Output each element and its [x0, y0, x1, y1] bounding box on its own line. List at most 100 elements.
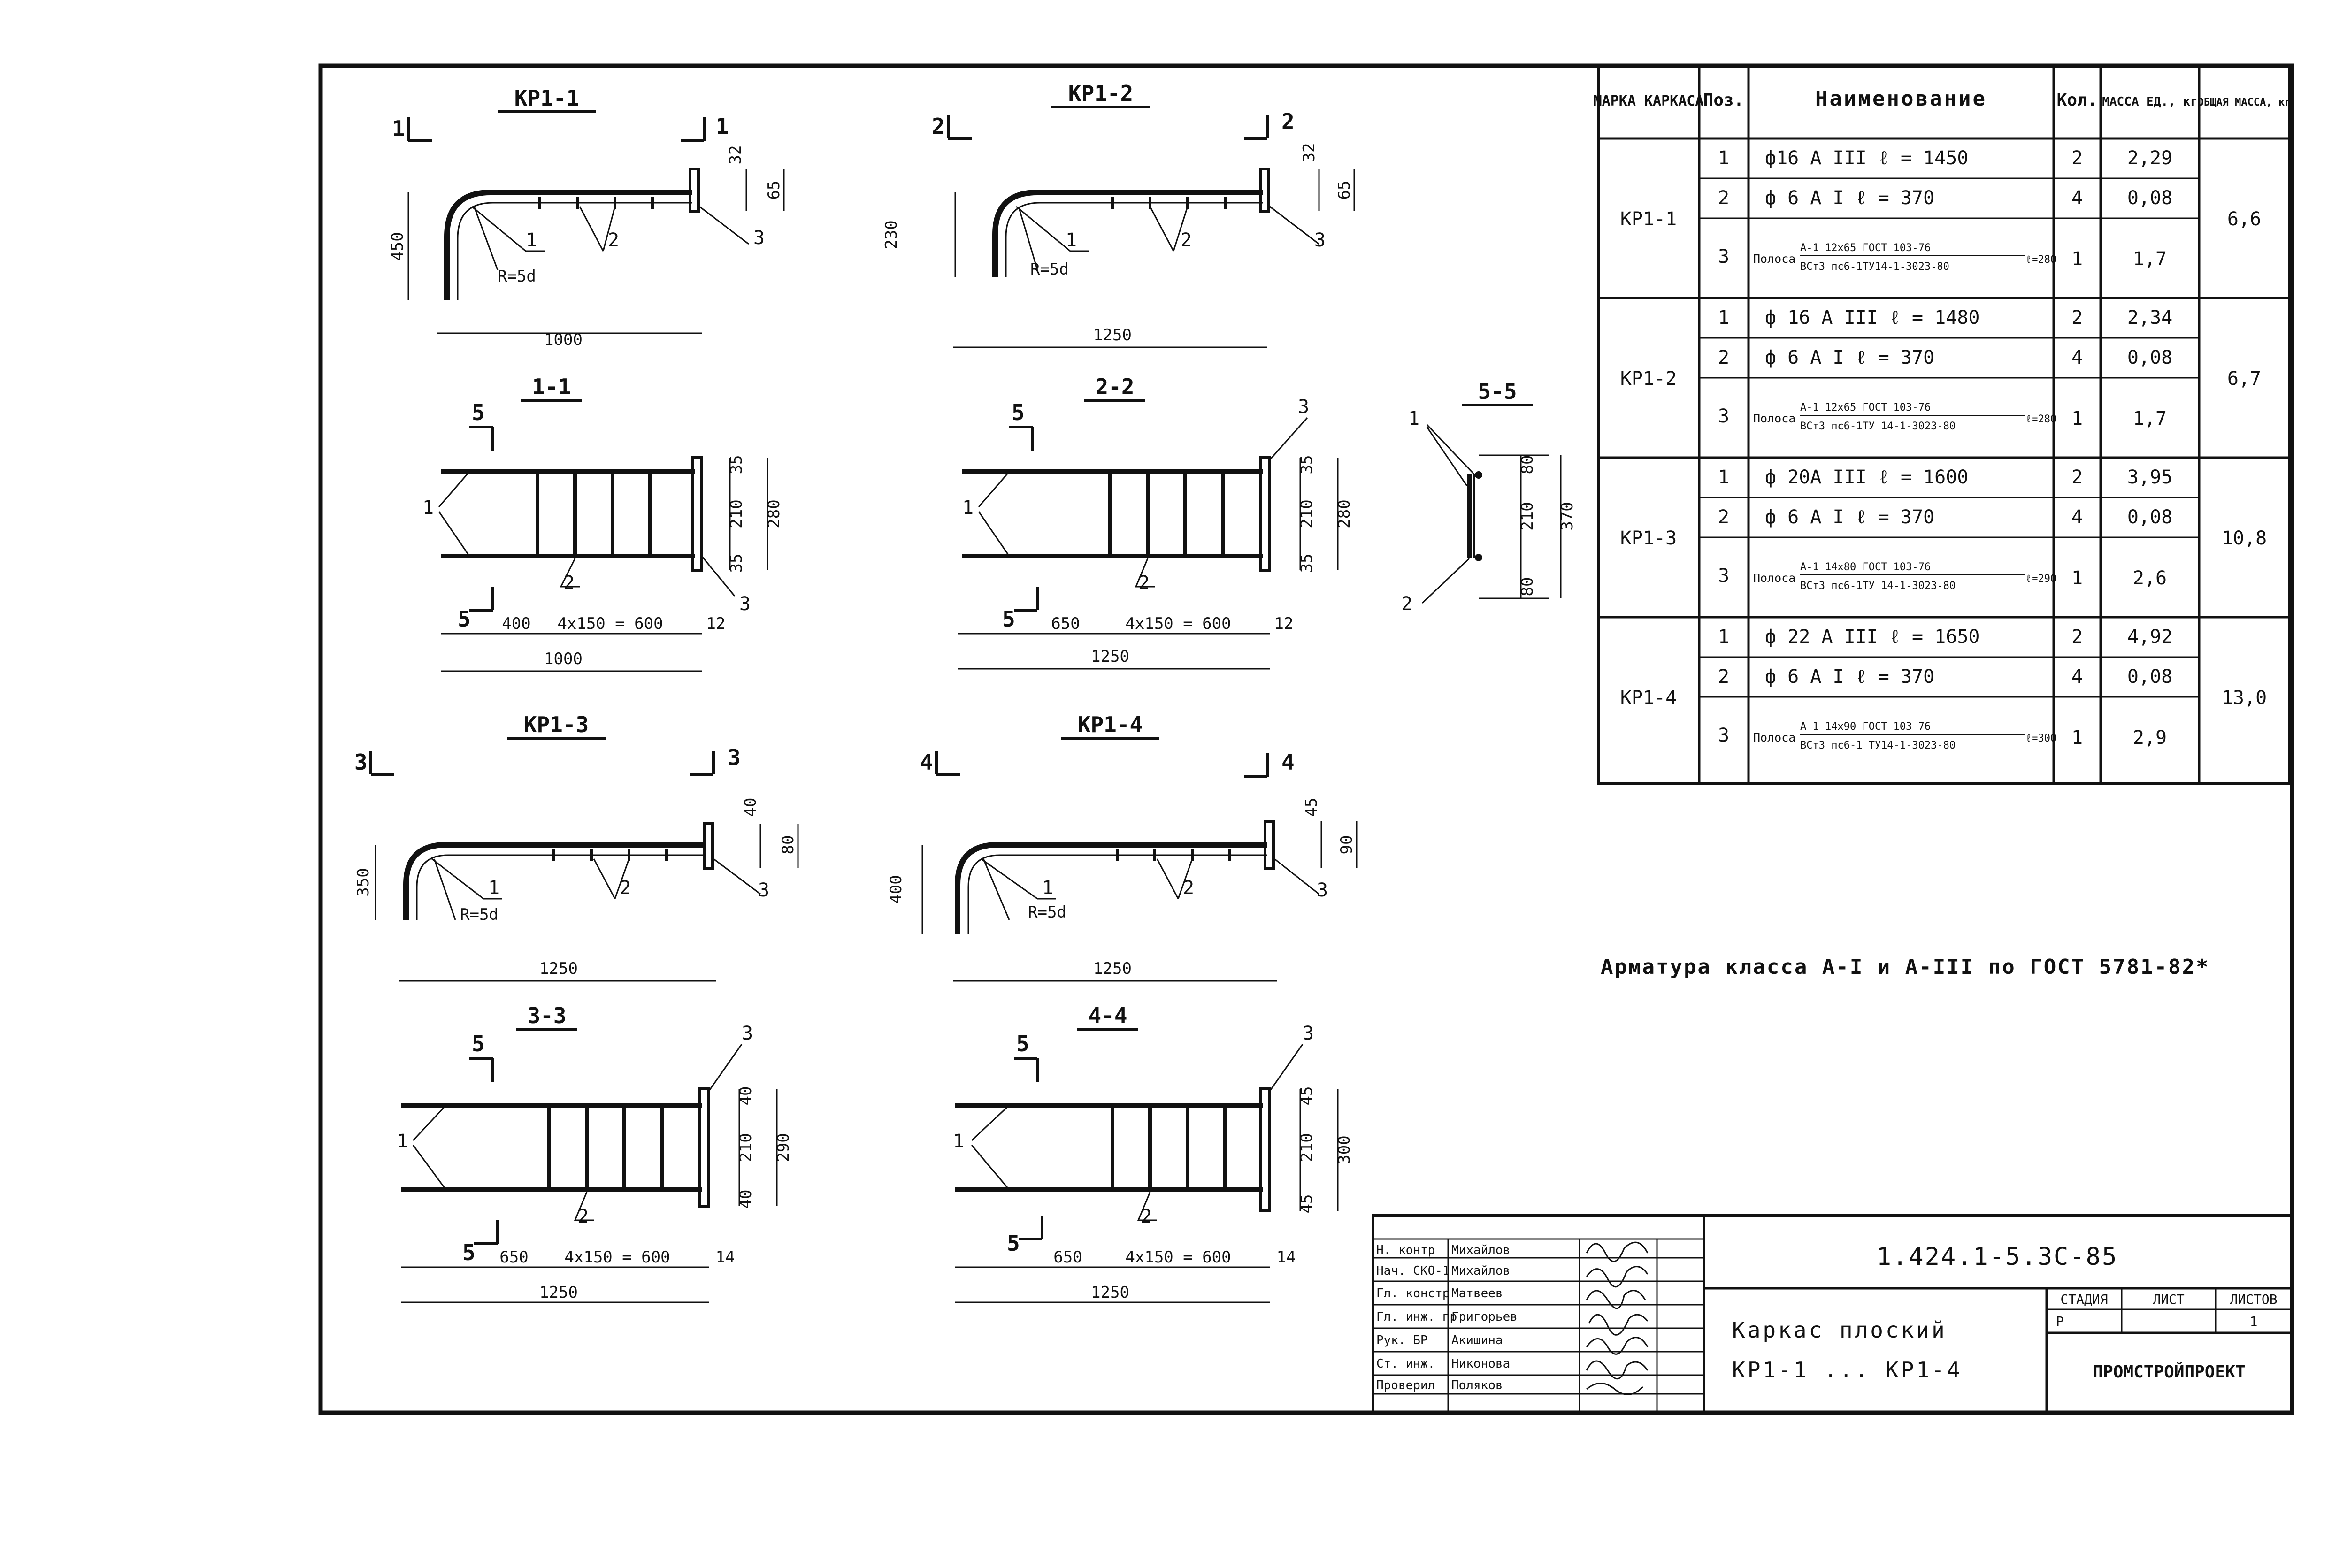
sheets-label: ЛИСТОВ	[2230, 1292, 2277, 1307]
row-name-spec: ВСт3 пс6-1ТУ14-1-3023-80	[1800, 261, 1949, 273]
pos-3-label: 3	[1317, 880, 1328, 901]
dim-height: 400	[887, 875, 905, 903]
organization-name: ПРОМСТРОЙПРОЕКТ	[2093, 1362, 2245, 1382]
dim-top: 40	[741, 798, 760, 817]
elevation-title: КР1-3	[524, 712, 589, 737]
row-name-grade: А-1 14х80 ГОСТ 103-76	[1800, 561, 1931, 573]
document-code: 1.424.1-5.3С-85	[1877, 1243, 2118, 1271]
pos-3-label: 3	[742, 1023, 753, 1044]
elevation-kr1-4: КР1-4 4 4 400 1250 45 90 1 2 3 R=5d	[887, 712, 1358, 982]
pos-2-label: 2	[620, 877, 631, 899]
dim-length: 1250	[1093, 326, 1132, 344]
group-total: 6,7	[2227, 368, 2261, 390]
dim-offset: 650	[499, 1248, 528, 1267]
dim-length: 1000	[544, 650, 583, 668]
document-name-line1: Каркас плоский	[1732, 1317, 1947, 1343]
dim-top: 32	[726, 145, 745, 165]
dim-d1: 35	[1297, 455, 1316, 474]
pos-1-label: 1	[1066, 229, 1077, 251]
stage-label: СТАДИЯ	[2060, 1292, 2108, 1307]
row-mass: 1,7	[2133, 248, 2167, 270]
row-name-strip: Полоса	[1753, 412, 1795, 425]
row-mass: 1,7	[2133, 408, 2167, 429]
bend-radius-label: R=5d	[1030, 260, 1069, 279]
row-name-length: ℓ=280	[2025, 254, 2056, 266]
dim-length: 1250	[539, 1283, 578, 1302]
group-total: 10,8	[2222, 528, 2267, 549]
cut-mark-right: 4	[1281, 750, 1295, 775]
row-name: ф 6 А I ℓ = 370	[1765, 666, 1934, 688]
dim-d3: 80	[1518, 577, 1537, 597]
row-mass: 4,92	[2127, 626, 2172, 648]
pos-3-label: 3	[1298, 396, 1309, 418]
staff-role: Проверил	[1376, 1378, 1435, 1392]
row-qty: 1	[2071, 248, 2083, 270]
pos-1-label: 1	[962, 497, 974, 519]
section-2-2: 2-2 5 5 1 2 3 35 210 35 280 650 4х150 = …	[958, 374, 1354, 670]
bend-radius-label: R=5d	[498, 267, 536, 286]
header-qty: Кол.	[2057, 91, 2098, 110]
group-mark: КР1-3	[1620, 528, 1677, 549]
staff-person: Акишина	[1451, 1333, 1503, 1347]
dim-plate: 12	[1274, 614, 1294, 633]
row-name: ф 20А III ℓ = 1600	[1765, 467, 1968, 488]
dim-plate: 90	[1337, 835, 1356, 855]
row-qty: 4	[2071, 506, 2083, 528]
section-title: 1-1	[532, 374, 571, 399]
row-mass: 3,95	[2127, 467, 2172, 488]
group-total: 13,0	[2222, 687, 2267, 709]
dim-length: 1000	[544, 330, 583, 349]
dim-length: 1250	[1093, 959, 1132, 978]
dim-d3: 35	[1297, 554, 1316, 573]
cut-mark-bottom: 5	[462, 1240, 476, 1265]
row-name-length: ℓ=300	[2025, 733, 2056, 744]
staff-person: Никонова	[1451, 1357, 1510, 1371]
dim-plate: 14	[1277, 1248, 1296, 1267]
elevation-kr1-2: КР1-2 2 2 230 1250 32 65 1 2 3 R=5d	[882, 81, 1355, 348]
dim-spacing: 4х150 = 600	[557, 614, 663, 633]
row-pos: 2	[1718, 187, 1729, 209]
reinforcement-note: Арматура класса А-I и А-III по ГОСТ 5781…	[1601, 955, 2210, 979]
dim-offset: 400	[502, 614, 530, 633]
spec-group-kr1-3: КР1-3 10,8 1 ф 20А III ℓ = 1600 2 3,95 2…	[1620, 467, 2267, 592]
staff-person: Григорьев	[1451, 1310, 1518, 1324]
group-mark: КР1-1	[1620, 208, 1677, 230]
pos-1-label: 1	[1042, 877, 1053, 899]
pos-1-label: 1	[488, 877, 499, 899]
dim-total: 300	[1335, 1135, 1354, 1164]
row-name-grade: А-1 12х65 ГОСТ 103-76	[1800, 402, 1931, 413]
staff-role: Рук. БР	[1376, 1333, 1428, 1347]
specification-table: МАРКА КАРКАСА Поз. Наименование Кол. МАС…	[1594, 64, 2291, 785]
group-total: 6,6	[2227, 208, 2261, 230]
row-name: ф 6 А I ℓ = 370	[1765, 187, 1934, 209]
section-5-5: 5-5 80 210 80 370 1 2	[1401, 379, 1577, 615]
section-3-3: 3-3 5 5 1 2 3 40 210 40 290 650 4х150 = …	[397, 1003, 793, 1303]
dim-plate: 65	[1335, 181, 1354, 200]
staff-person: Михайлов	[1451, 1243, 1510, 1257]
pos-1-label: 1	[1408, 408, 1419, 429]
dim-d2: 210	[1297, 499, 1316, 528]
cut-mark: 5	[1016, 1031, 1029, 1056]
staff-person: Поляков	[1451, 1378, 1503, 1392]
group-mark: КР1-2	[1620, 368, 1677, 390]
row-name: ф16 А III ℓ = 1450	[1765, 147, 1968, 169]
pos-2-label: 2	[577, 1206, 589, 1227]
elevation-kr1-3: КР1-3 3 3 350 1250 40 80 1 2 3 R=5d	[354, 712, 799, 982]
group-mark: КР1-4	[1620, 687, 1677, 709]
dim-d3: 35	[727, 554, 746, 573]
dim-d2: 210	[736, 1133, 755, 1162]
pos-3-label: 3	[1303, 1023, 1314, 1044]
row-pos: 1	[1718, 626, 1729, 648]
dim-total: 280	[765, 499, 783, 528]
row-mass: 0,08	[2127, 187, 2172, 209]
dim-d1: 80	[1518, 455, 1537, 474]
dim-total: 370	[1558, 502, 1577, 530]
section-title: 2-2	[1095, 374, 1134, 399]
row-name-spec: ВСт3 пс6-1ТУ 14-1-3023-80	[1800, 421, 1956, 432]
cut-mark: 5	[472, 1031, 485, 1056]
cut-mark-left: 1	[392, 116, 405, 141]
row-qty: 2	[2071, 626, 2083, 648]
row-mass: 0,08	[2127, 506, 2172, 528]
title-block: 1.424.1-5.3С-85 Каркас плоский КР1-1 ...…	[1372, 1214, 2293, 1414]
